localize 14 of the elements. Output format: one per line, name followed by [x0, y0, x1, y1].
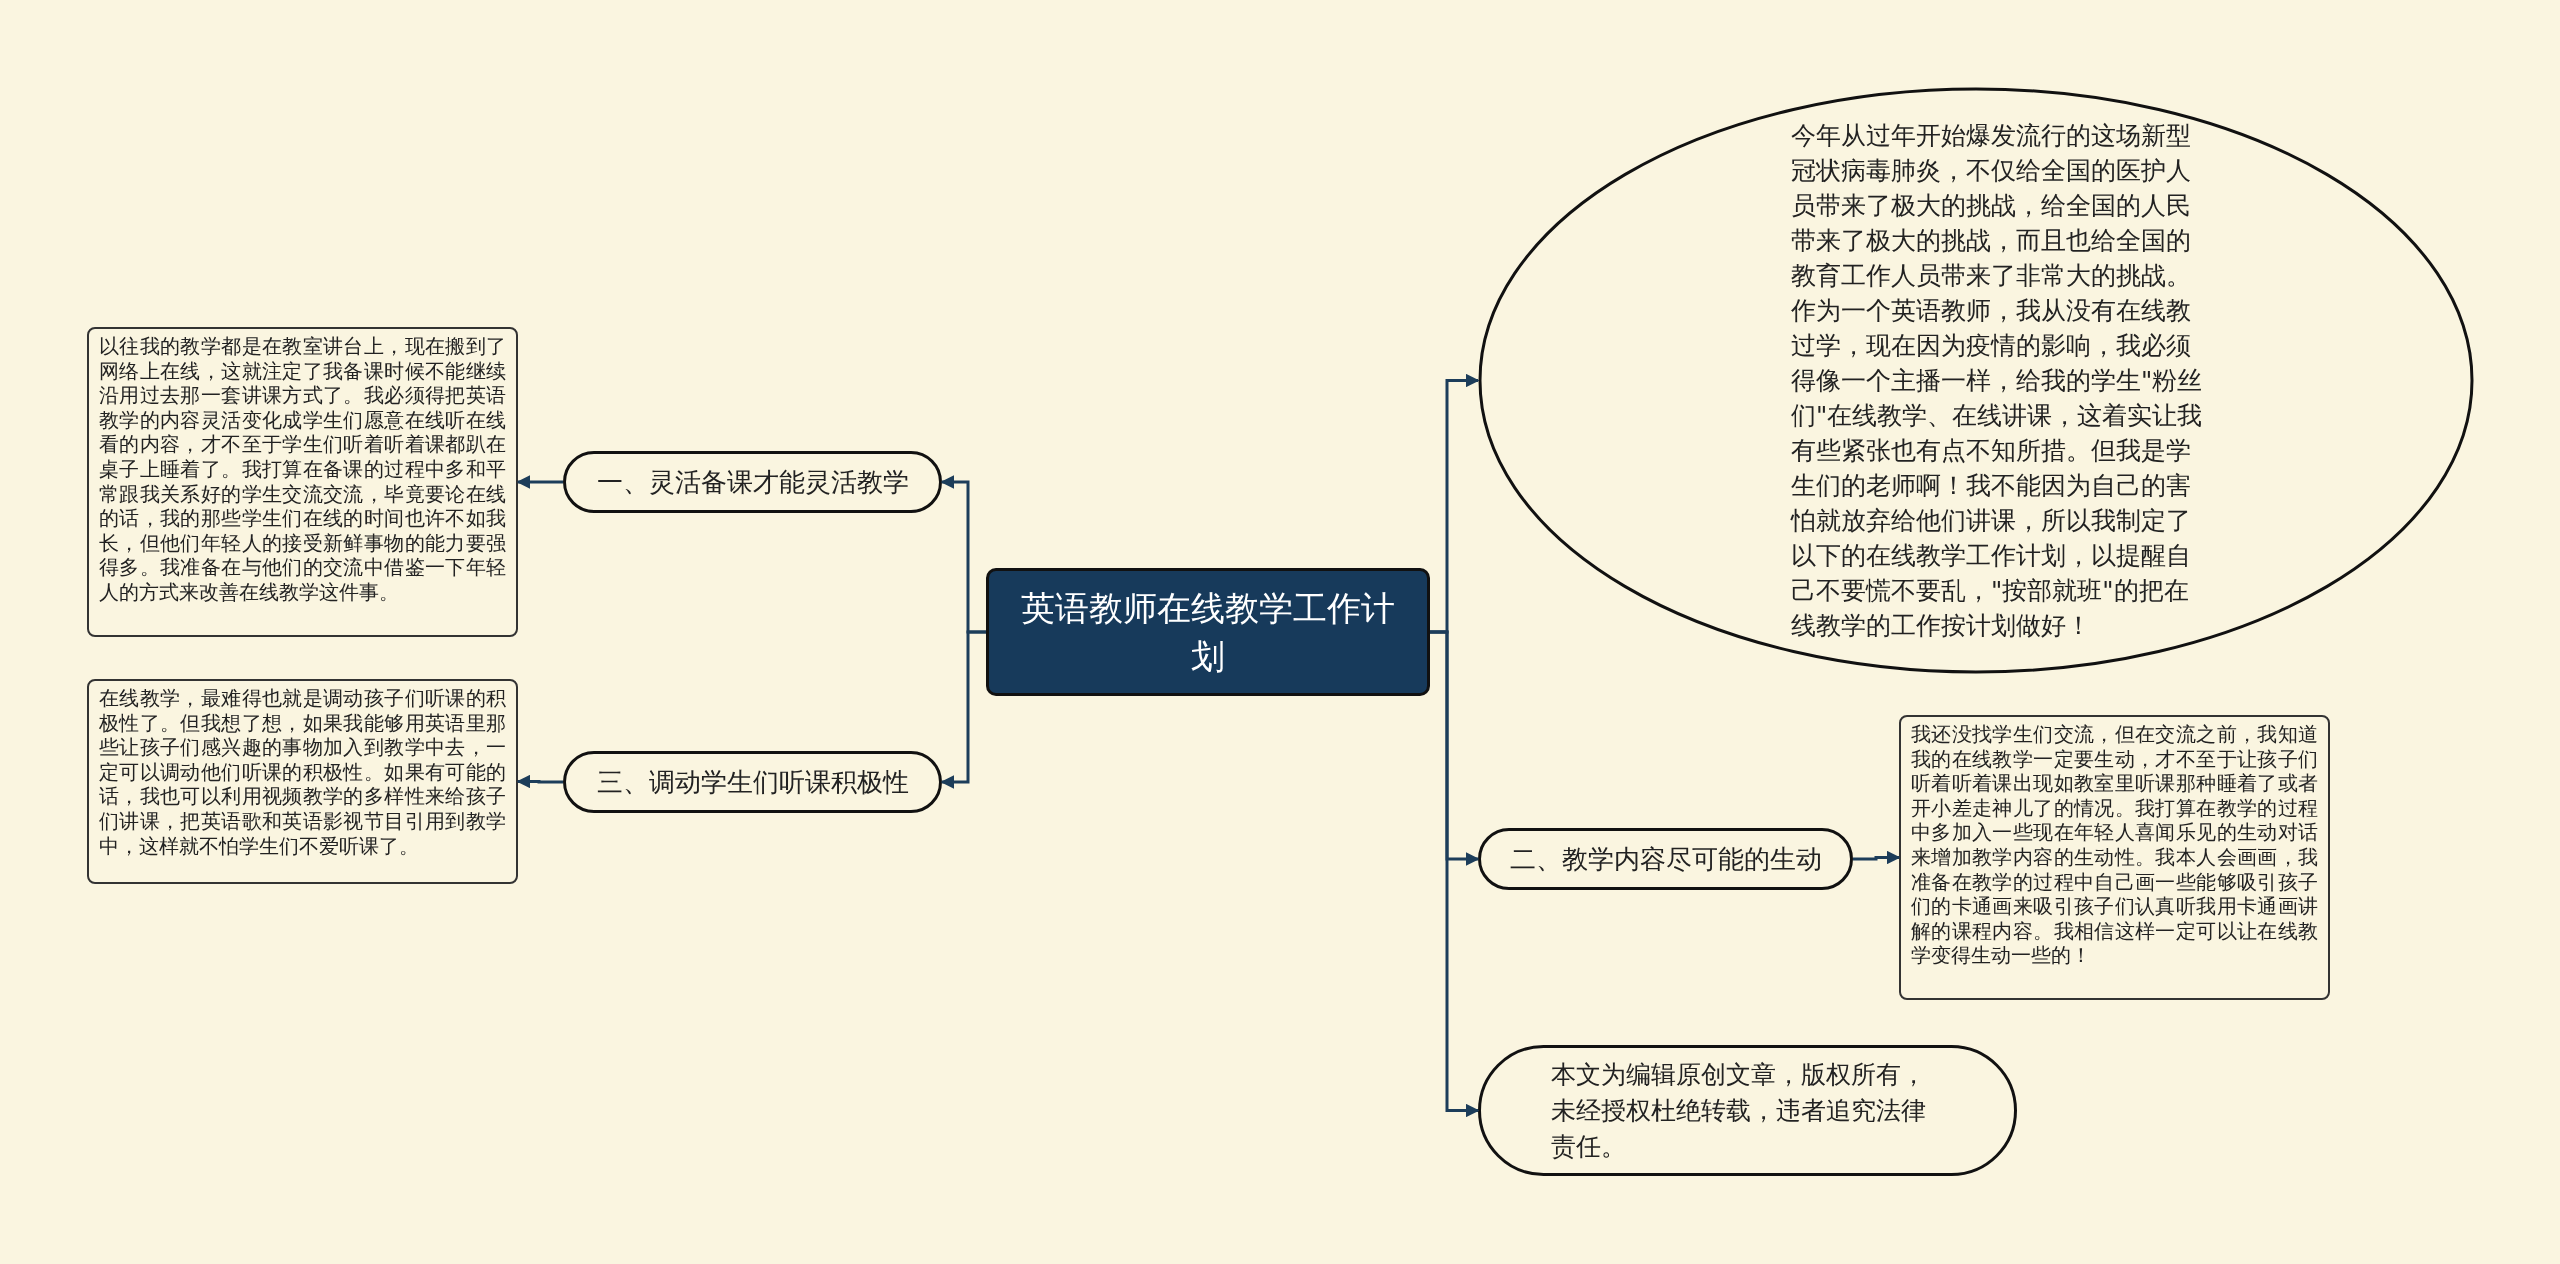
topic-pill: 一、灵活备课才能灵活教学	[563, 451, 942, 513]
topic-pill: 二、教学内容尽可能的生动	[1478, 828, 1853, 890]
paragraph-text: 今年从过年开始爆发流行的这场新型冠状病毒肺炎，不仅给全国的医护人员带来了极大的挑战，给全国的人民带来了极大的挑战，而且也给全国的教育工作人员带来了非常大的挑战。作为一个英语教师，我从没有在线教过学，现在因为疫情的影响，我必须得像一个主播一样，给我的学生"粉丝们"在线教学、在线讲课，这着实让我有些紧张也有点不知所措。但我是学生们的老师啊！我不能因为自己的害怕就放弃给他们讲课，所以我制定了以下的在线教学工作计划，以提醒自己不要慌不要乱，"按部就班"的把在线教学的工作按计划做好！	[1791, 120, 2204, 642]
connector-arrow	[940, 630, 986, 789]
central-topic-box: 英语教师在线教学工作计划	[986, 568, 1430, 696]
connector-arrow	[516, 475, 563, 489]
connector-arrow	[516, 774, 563, 789]
topic-pill: 三、调动学生们听课积极性	[563, 751, 942, 813]
text-card: 我还没找学生们交流，但在交流之前，我知道我的在线教学一定要生动，才不至于让孩子们听着听着课出现如教室里听课那种睡着了或者开小差走神儿了的情况。我打算在教学的过程中多加入一些现在年轻人喜闻乐见的生动对话来增加教学内容的生动性。我本人会画画，我准备在教学的过程中自己画一些能够吸引孩子们的卡通画来吸引孩子们认真听我用卡通画讲解的课程内容。我相信这样一定可以让在线教学变得生动一些的！	[1899, 715, 2330, 1000]
connector-arrow	[1430, 630, 1480, 1118]
text-card: 在线教学，最难得也就是调动孩子们听课的积极性了。但我想了想，如果我能够用英语里那些让孩子们感兴趣的事物加入到教学中去，一定可以调动他们听课的积极性。如果有可能的话，我也可以利用视频教学的多样性来给孩子们讲课，把英语歌和英语影视节目引用到教学中，这样就不怕学生们不爱听课了。	[87, 679, 518, 884]
text-card: 以往我的教学都是在教室讲台上，现在搬到了网络上在线，这就注定了我备课时候不能继续沿用过去那一套讲课方式了。我必须得把英语教学的内容灵活变化成学生们愿意在线听在线看的内容，才不至于学生们听着听着课都趴在桌子上睡着了。我打算在备课的过程中多和平常跟我关系好的学生交流交流，毕竟要论在线的话，我的那些学生们在线的时间也许不如我长，但他们年轻人的接受新鲜事物的能力要强得多。我准备在与他们的交流中借鉴一下年轻人的方式来改善在线教学这件事。	[87, 327, 518, 637]
connector-arrow	[1853, 850, 1901, 865]
note-pill: 本文为编辑原创文章，版权所有，未经授权杜绝转载，违者追究法律责任。	[1478, 1045, 2017, 1176]
